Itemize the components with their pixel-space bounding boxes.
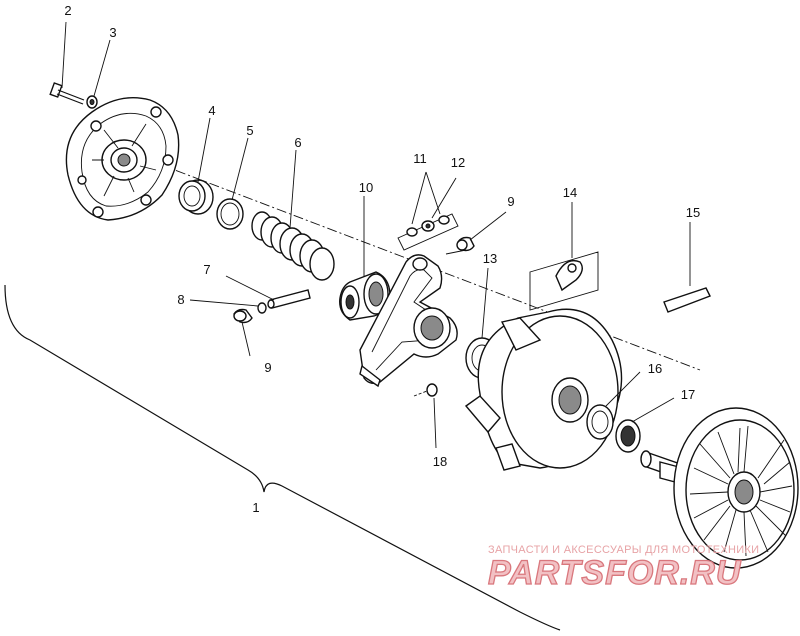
shaft-pin xyxy=(663,287,711,313)
callout-14: 14 xyxy=(563,185,577,200)
callout-13: 13 xyxy=(483,251,497,266)
callout-7: 7 xyxy=(203,262,210,277)
pin-bushing-upper xyxy=(456,236,475,252)
assembly-bracket xyxy=(4,284,561,631)
snap-ring xyxy=(216,198,244,230)
weight-clip xyxy=(529,251,599,311)
callout-5: 5 xyxy=(246,123,253,138)
cover-bushing xyxy=(178,179,214,215)
spacer-washer xyxy=(615,419,641,453)
callout-15: 15 xyxy=(686,205,700,220)
callouts: 2 3 4 5 6 10 11 12 9 14 15 13 7 8 9 16 1… xyxy=(64,3,700,515)
callout-3: 3 xyxy=(109,25,116,40)
clutch-spring xyxy=(251,211,335,281)
leader-lines xyxy=(61,21,691,449)
callout-4: 4 xyxy=(208,103,215,118)
callout-17: 17 xyxy=(681,387,695,402)
callout-12: 12 xyxy=(451,155,465,170)
watermark-tagline: ЗАПЧАСТИ И АКСЕССУАРЫ ДЛЯ МОТОТЕХНИКИ xyxy=(488,544,759,556)
pin-bushing-lower xyxy=(233,308,253,324)
callout-18: 18 xyxy=(433,454,447,469)
callout-11: 11 xyxy=(413,151,427,166)
callout-9-upper: 9 xyxy=(507,194,514,209)
roller-bushing xyxy=(339,271,391,321)
watermark: ЗАПЧАСТИ И АКСЕССУАРЫ ДЛЯ МОТОТЕХНИКИ PA… xyxy=(487,544,759,593)
sheave-screw xyxy=(413,383,438,397)
weight-pin xyxy=(267,289,311,309)
callout-1: 1 xyxy=(252,500,259,515)
movable-sheave xyxy=(464,308,623,471)
spider-arm xyxy=(359,254,458,388)
cover-bolt xyxy=(49,82,85,105)
callout-10: 10 xyxy=(359,180,373,195)
cover-washer xyxy=(86,95,98,109)
watermark-brand: PARTSFOR.RU xyxy=(488,554,742,592)
callout-9-lower: 9 xyxy=(264,360,271,375)
shim-washer xyxy=(586,404,614,440)
clutch-cover xyxy=(65,97,180,221)
callout-8: 8 xyxy=(177,292,184,307)
nut-set xyxy=(397,213,459,251)
fixed-sheave xyxy=(640,407,799,569)
callout-6: 6 xyxy=(294,135,301,150)
assembly-axis xyxy=(74,131,701,371)
upper-link-line xyxy=(445,249,467,255)
pin-washer xyxy=(257,302,267,314)
callout-2: 2 xyxy=(64,3,71,18)
callout-16: 16 xyxy=(648,361,662,376)
